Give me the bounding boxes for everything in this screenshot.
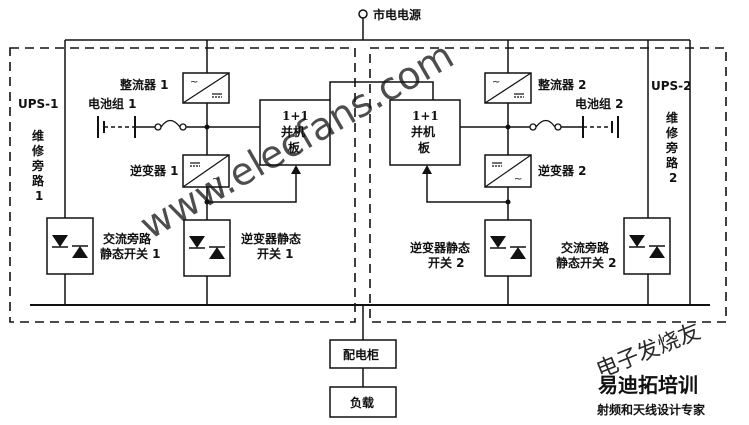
parallel2-text-3: 板	[418, 140, 431, 155]
battery1-label: 电池组 1	[88, 96, 137, 111]
inverter1-ac-symbol: ~	[212, 174, 220, 185]
board1-arrow	[291, 165, 301, 174]
inverter-1: ~	[182, 154, 230, 188]
ac-bypass1-text-1: 交流旁路	[103, 231, 152, 246]
load-box	[329, 386, 397, 418]
rectifier-2: ~	[484, 72, 532, 104]
junction-4	[505, 124, 511, 130]
bypass1-text-4: 路	[32, 173, 45, 188]
board-link-line	[329, 81, 434, 100]
ups2-label: UPS-2	[651, 79, 692, 93]
inverter-static-switch-2	[484, 219, 532, 277]
battery-2	[561, 116, 619, 138]
bypass1-text-1: 维	[32, 128, 44, 143]
ups1-label: UPS-1	[18, 97, 59, 111]
ups1-enclosure	[9, 47, 356, 323]
bypass1-text-3: 旁	[31, 158, 44, 173]
inverter-2: ~	[484, 154, 532, 188]
watermark-sub: 射频和天线设计专家	[596, 402, 706, 417]
inverter2-ac-symbol: ~	[514, 174, 522, 185]
fuse-1	[154, 119, 207, 131]
inv-switch2-text-1: 逆变器静态	[410, 240, 470, 255]
parallel2-text-2: 并机	[411, 124, 435, 139]
inv-switch2-text-2: 开关 2	[428, 255, 465, 270]
parallel1-text-1: 1+1	[282, 109, 309, 123]
rectifier2-ac-symbol: ~	[492, 77, 500, 88]
bypass2-text-5: 2	[669, 171, 677, 185]
rectifier1-label: 整流器 1	[119, 77, 169, 92]
inverter2-label: 逆变器 2	[538, 163, 587, 178]
watermark-brand: 易迪拓培训	[598, 373, 698, 397]
junction-2	[204, 199, 210, 205]
parallel-board-2	[389, 99, 461, 166]
inverter-static-switch-1	[183, 219, 231, 277]
battery2-label: 电池组 2	[575, 96, 624, 111]
rectifier2-label: 整流器 2	[537, 77, 587, 92]
bypass2-text-4: 路	[666, 155, 679, 170]
ac-bypass1-text-2: 静态开关 1	[100, 246, 161, 261]
bypass2-text-1: 维	[666, 110, 678, 125]
parallel2-text-1: 1+1	[412, 109, 439, 123]
distribution-label: 配电柜	[343, 347, 379, 362]
inverter1-label: 逆变器 1	[130, 163, 179, 178]
bypass1-text-5: 1	[35, 189, 43, 203]
fuse-2	[508, 119, 562, 131]
inv-switch1-text-1: 逆变器静态	[241, 231, 301, 246]
board1-feedback-line	[207, 172, 297, 203]
parallel-board-1	[259, 99, 331, 166]
distribution-cabinet	[329, 339, 397, 369]
mains-label: 市电电源	[373, 7, 421, 22]
mains-terminal	[358, 9, 368, 40]
parallel1-text-2: 并机	[281, 124, 305, 139]
ac-bypass2-text-2: 静态开关 2	[556, 255, 617, 270]
bypass2-text-3: 旁	[665, 140, 678, 155]
board2-arrow	[422, 165, 432, 174]
bypass2-text-2: 修	[665, 125, 679, 140]
bypass1-text-2: 修	[31, 143, 45, 158]
board2-feedback-line	[426, 172, 508, 203]
inv-switch1-text-2: 开关 1	[257, 246, 294, 261]
ac-bypass-switch-2	[623, 217, 671, 275]
parallel1-text-3: 板	[288, 140, 301, 155]
rectifier-1: ~	[182, 72, 230, 104]
battery-1	[97, 116, 155, 138]
load-label: 负载	[350, 395, 374, 410]
ac-bypass2-text-1: 交流旁路	[561, 240, 610, 255]
rectifier1-ac-symbol: ~	[190, 77, 198, 88]
ac-bypass-switch-1	[46, 217, 94, 275]
